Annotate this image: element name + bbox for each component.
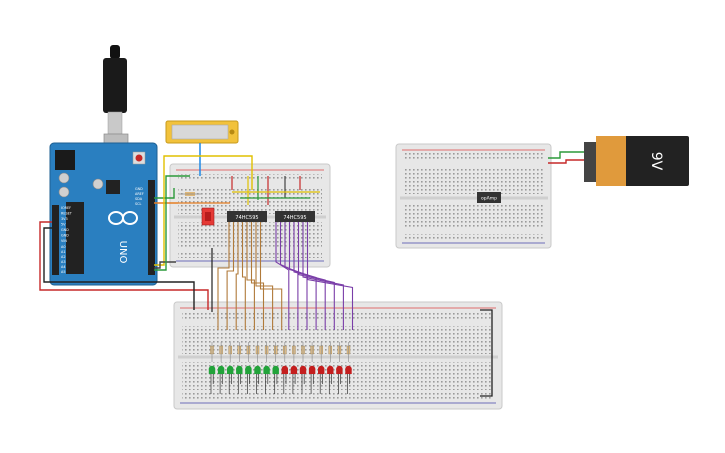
wire-purple [306,222,354,330]
arduino-analog-label: A1 [61,250,65,254]
arduino-digital-label: GND [135,187,143,191]
wire-brown [255,222,274,330]
led-body [263,369,270,374]
breadboard-top-right [395,143,552,249]
battery-wires [548,151,584,164]
led-array [208,365,352,394]
shift-register-a-label: 74HC595 [235,215,258,221]
arduino-power-label: GND [61,234,69,238]
led-body [208,369,216,374]
shift-register-b-label: 74HC595 [283,215,306,221]
arduino-analog-label: A5 [61,270,65,274]
arduino-analog-label: A0 [61,245,65,249]
led-body [345,369,352,374]
wire-brown [241,222,246,330]
wire-brown [217,222,230,330]
arduino-power-label: VIN [61,239,67,243]
wire-brown [246,222,255,330]
led-body [272,369,279,374]
battery-label: 9V [648,152,664,171]
purple-wires [275,222,354,330]
led-body [299,369,307,374]
wire-brown [250,222,265,330]
led-body [336,369,343,374]
top-breadboard-wires [178,176,320,312]
arduino-power-label: GND [61,228,69,232]
arduino-analog-label: A4 [61,265,65,269]
wire-purple [275,222,290,330]
led-body [254,369,261,374]
brown-wires [217,222,283,330]
arduino-power-label: 5V [61,223,66,227]
opamp-label: opAmp [481,196,497,202]
led-body [290,369,298,374]
ground-rail-wire [480,309,493,397]
slide-potentiometer [165,120,239,176]
led-body [318,369,325,374]
shift-register-b: 74HC595 [275,211,315,222]
wire-brown [226,222,235,330]
arduino-brand-label: UNO [117,241,128,264]
wire-purple [293,222,326,330]
red-switch [201,207,215,226]
led-body [227,369,234,374]
arduino-power-label: 3V3 [61,217,68,221]
arduino-analog-label: A3 [61,260,65,264]
battery-9v: 9V [584,136,689,186]
led-body [281,369,288,374]
arduino-wires [39,155,253,310]
led-body [236,369,243,374]
arduino-power-label: IOREF [61,206,71,210]
led-resistors [210,342,351,362]
wire-purple [302,222,344,330]
led-body [308,369,316,374]
shift-register-a: 74HC595 [227,211,267,222]
arduino-digital-label: SDA [135,197,143,201]
resistor-top [179,192,201,196]
arduino-digital-label: SCL [135,202,142,206]
led-body [217,369,225,374]
breadboard-bottom [173,301,503,410]
arduino-power-label: RESET [61,212,73,216]
arduino-digital-label: AREF [135,192,144,196]
wire-purple [297,222,335,330]
led-body [245,369,252,374]
arduino-analog-label: A2 [61,255,65,259]
wire-brown [259,222,283,330]
wire-brown [235,222,239,330]
opamp-chip: opAmp [477,192,501,203]
led-body [327,369,334,374]
